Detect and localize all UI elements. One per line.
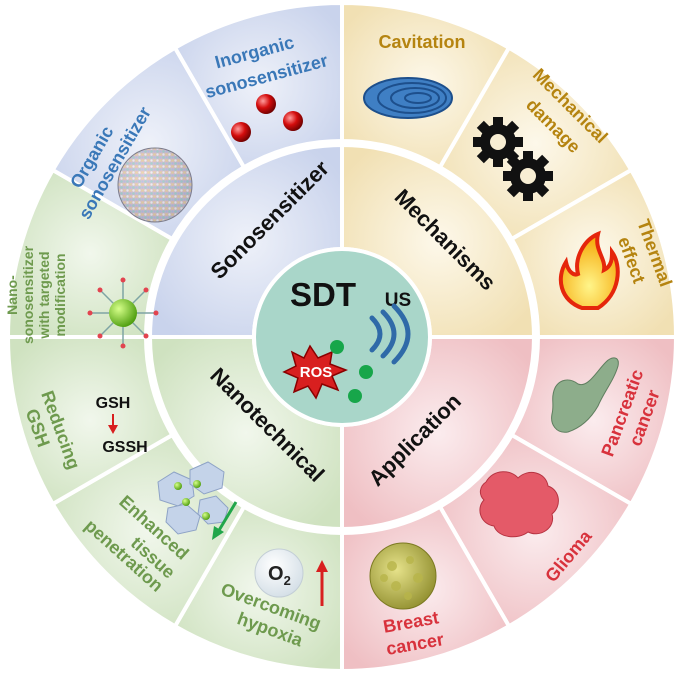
cavitation-label: Cavitation [378,32,465,52]
gsh-bottom-label: GSSH [102,439,147,456]
nano-targeted-label-3: with targeted [36,251,52,339]
center-title: SDT [290,276,356,313]
sector-reducing-gsh [5,335,175,507]
nano-targeted-label-4: modification [52,253,68,336]
inorganic-nanoparticles-icon [231,94,303,142]
fire-icon [558,230,620,310]
tissue-cells-icon [157,461,238,540]
pancreas-icon [551,357,619,433]
ros-burst-icon: ROS [282,344,349,400]
us-label: US [385,290,411,311]
gsh-top-label: GSH [96,395,131,412]
gsh-reduction-icon: GSH GSSH [96,395,148,456]
nano-targeted-label-2: sonosensitizer [20,245,36,344]
ultrasound-waves-icon [369,303,411,365]
targeted-nanoparticle-icon [87,277,159,349]
oxygen-dots-icon [330,340,373,403]
glioma-tumor-icon [479,471,559,538]
nano-targeted-label-1: Nano- [4,275,20,315]
o2-label: O2 [268,563,291,588]
oxygen-bubble-icon: O2 [254,548,304,598]
increase-arrow-icon [316,560,328,606]
breast-tumor-icon [369,542,437,610]
ros-label: ROS [300,364,333,381]
cavitation-ripple-icon [363,77,453,119]
organic-nanoparticle-icon [117,147,193,223]
